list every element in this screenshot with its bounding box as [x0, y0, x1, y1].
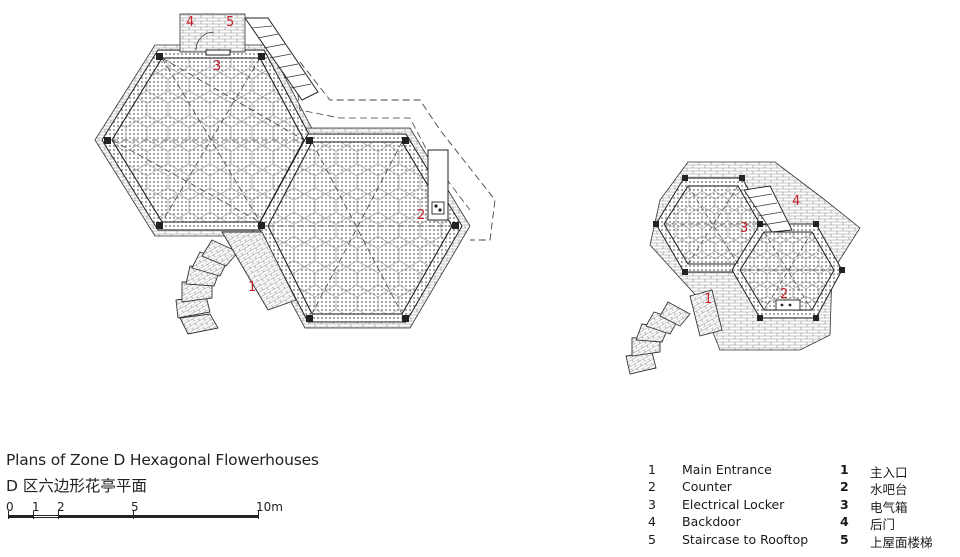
legend-number-zh: 1: [840, 462, 849, 477]
rooftop-staircase: [743, 185, 793, 233]
counter: [775, 299, 801, 311]
scale-segment: [58, 515, 133, 518]
backdoor-paving: [179, 13, 246, 53]
legend-number-zh: 5: [840, 531, 849, 547]
legend-chinese: 电气箱: [870, 499, 908, 515]
legend-chinese: 水吧台: [870, 482, 908, 498]
scale-bar: 0 1 2 5 10m: [6, 500, 296, 522]
legend-english: Backdoor: [682, 514, 741, 530]
canopy-outline: [261, 39, 496, 241]
scale-label: 2: [57, 500, 65, 514]
legend-chinese: 后门: [870, 517, 896, 533]
marker-small-2: 2: [780, 287, 788, 302]
marker-large-2: 2: [417, 208, 425, 223]
legend-english: Electrical Locker: [682, 496, 785, 512]
legend-chinese: 上屋面楼梯: [870, 534, 933, 550]
legend-number: 2: [648, 479, 656, 495]
legend-number-zh: 4: [840, 514, 849, 530]
legend-number: 5: [648, 531, 656, 547]
scale-label: 5: [131, 500, 139, 514]
marker-large-3: 3: [213, 59, 221, 74]
legend-number: 1: [648, 462, 656, 477]
legend-english: Counter: [682, 479, 732, 495]
marker-large-1: 1: [248, 280, 256, 295]
marker-small-1: 1: [704, 292, 712, 307]
marker-small-3: 3: [740, 221, 748, 236]
large-pavilion: [94, 13, 496, 335]
entrance-steps: [175, 239, 239, 335]
marker-large-5: 5: [226, 15, 234, 30]
scale-segment: [133, 515, 259, 518]
electrical-locker: [205, 49, 231, 56]
rooftop-staircase: [244, 17, 319, 101]
small-pavilion: [625, 161, 861, 375]
legend-english: Staircase to Rooftop: [682, 531, 809, 547]
legend-number-zh: 2: [840, 479, 849, 495]
scale-segment: [33, 515, 58, 518]
scale-label: 0: [6, 500, 14, 514]
title-english: Plans of Zone D Hexagonal Flowerhouses: [6, 451, 319, 469]
legend-english: Main Entrance: [682, 462, 772, 477]
scale-segment: [8, 515, 33, 518]
scale-label: 1: [32, 500, 40, 514]
scale-label: 10m: [256, 500, 283, 514]
title-chinese: D 区六边形花亭平面: [6, 477, 147, 495]
legend-chinese: 主入口: [870, 465, 908, 480]
legend-number: 3: [648, 496, 656, 512]
floor-plan-drawing: 4 5 3 2 1 4 3 1 2: [94, 13, 861, 375]
marker-small-4: 4: [792, 194, 800, 209]
legend-number: 4: [648, 514, 656, 530]
entrance-steps: [625, 301, 691, 375]
marker-large-4: 4: [186, 15, 194, 30]
legend-number-zh: 3: [840, 496, 849, 512]
entrance-ramp: [221, 231, 297, 311]
